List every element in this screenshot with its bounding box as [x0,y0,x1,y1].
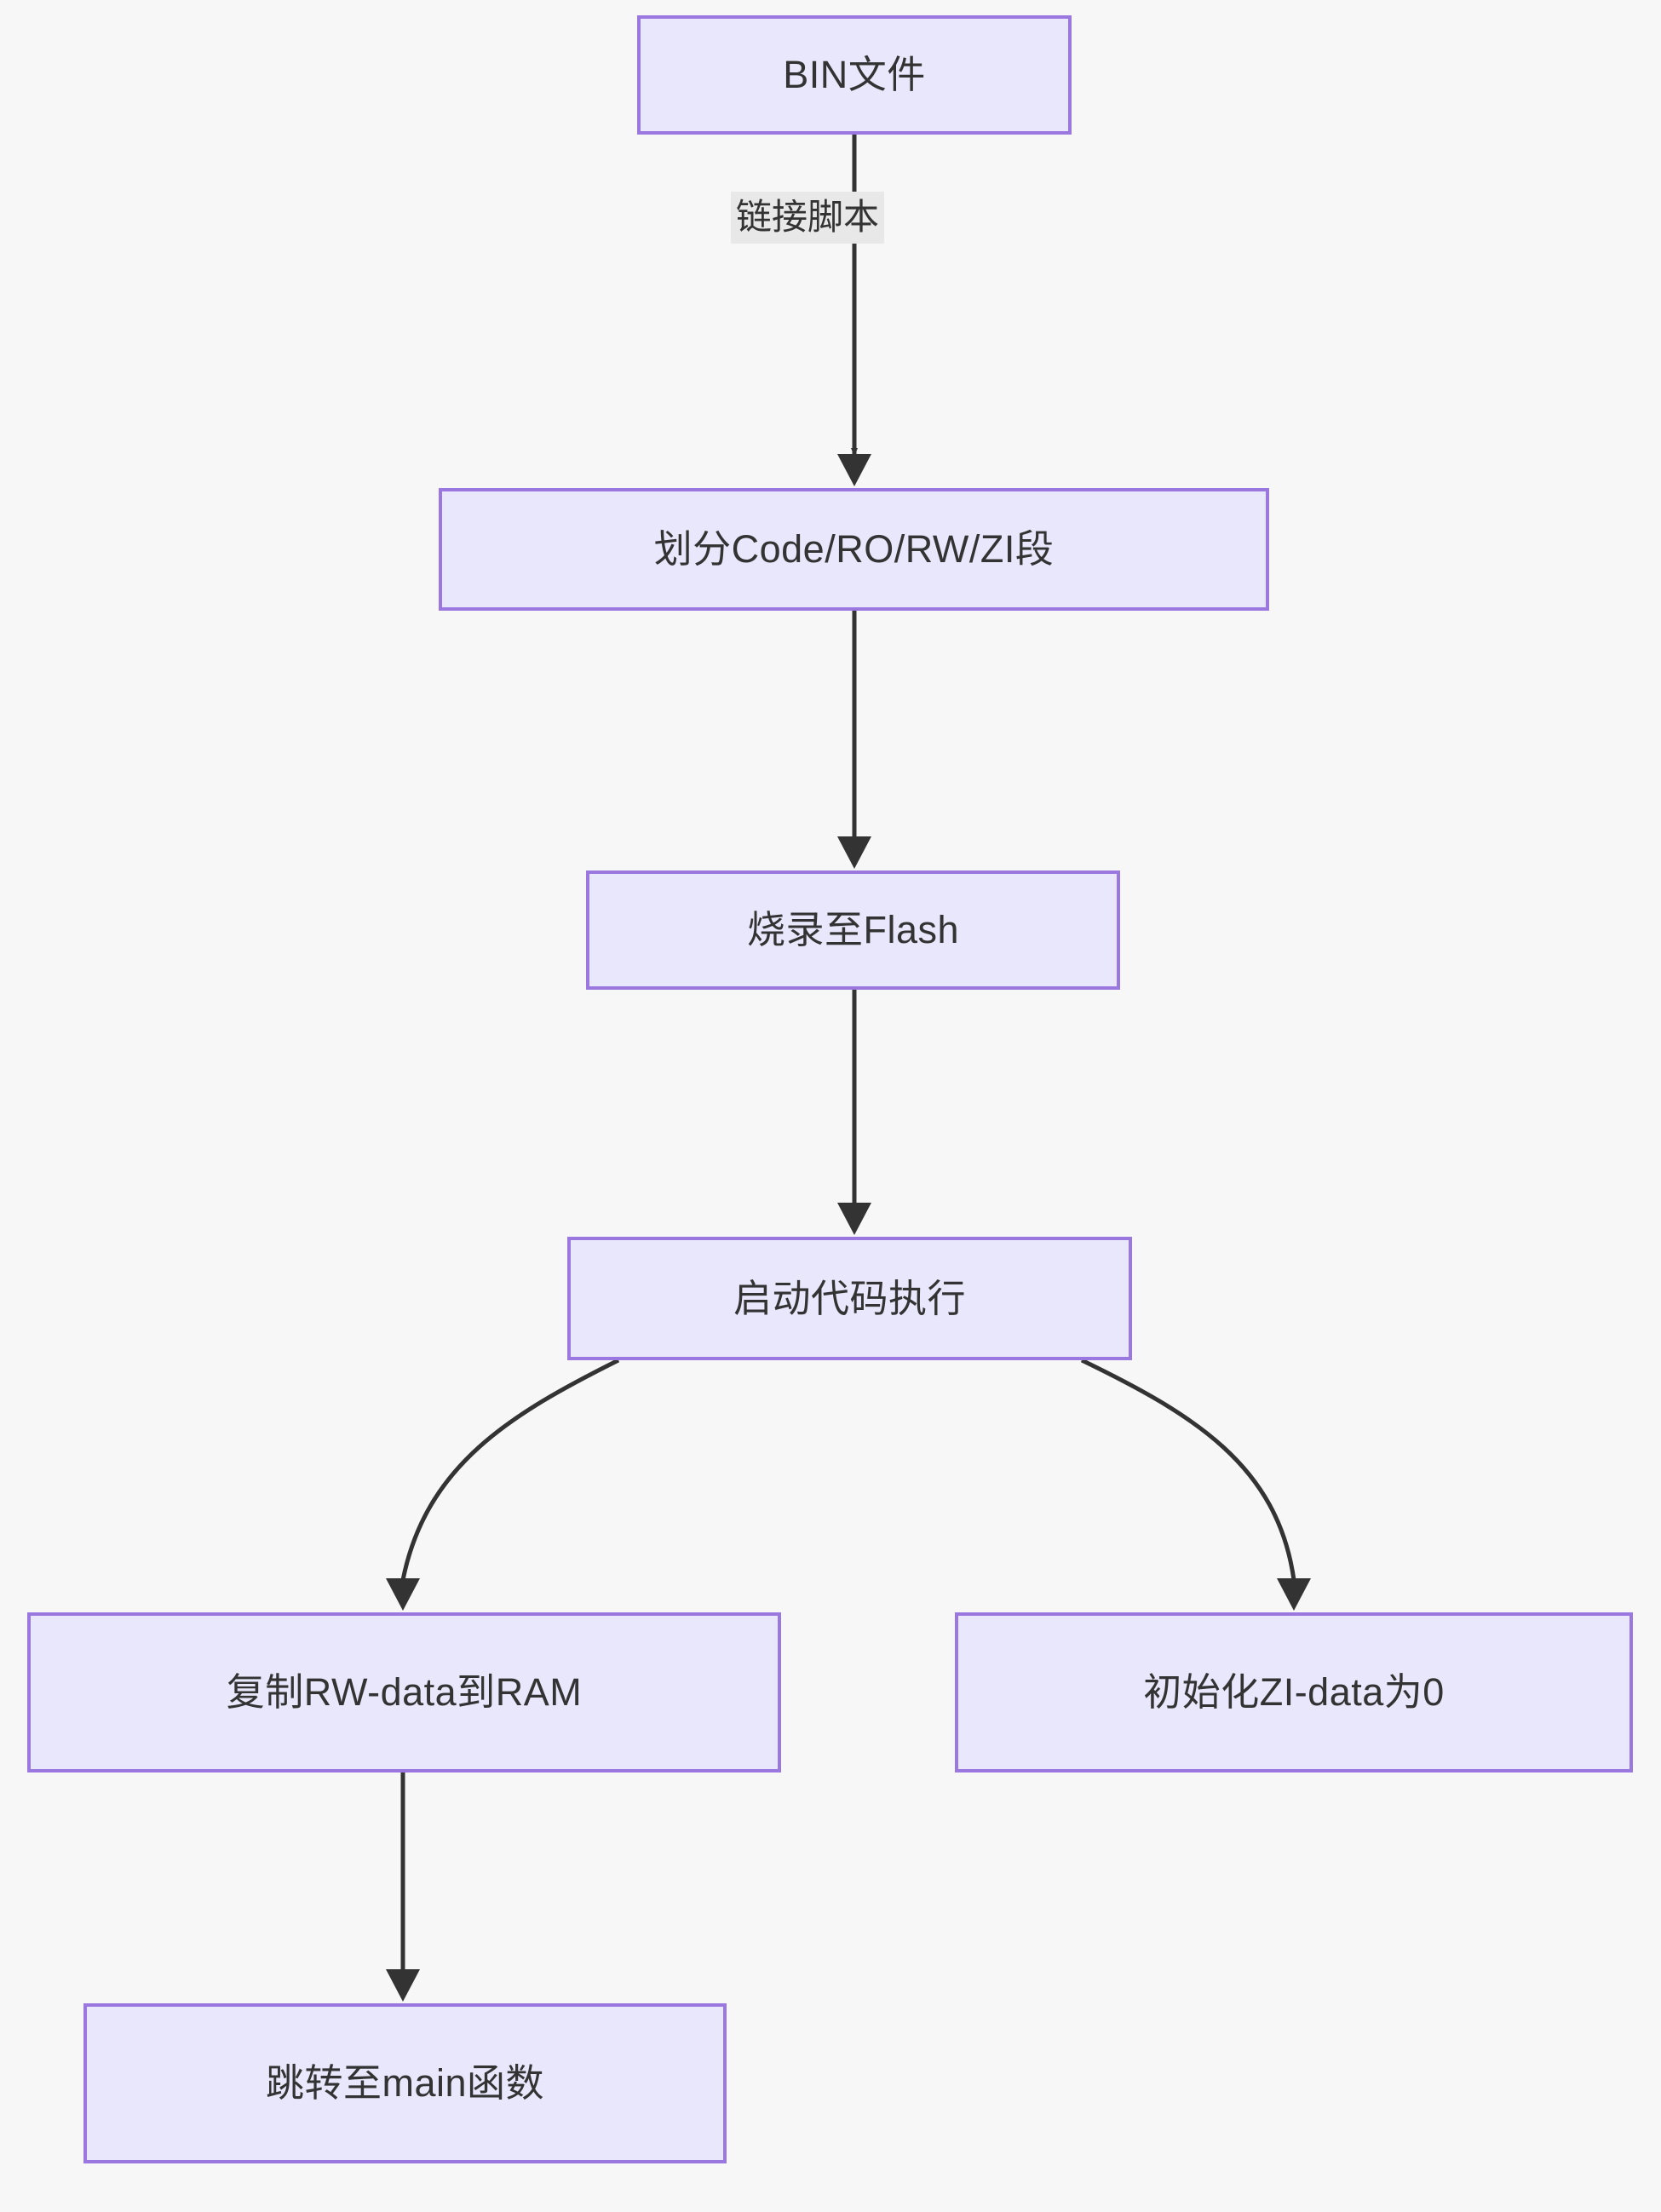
node-bin[interactable]: BIN文件 [637,15,1072,135]
edge-startup-to-zeroz [1080,1358,1296,1581]
node-jump-main-label: 跳转至main函数 [265,2061,545,2105]
node-copy-rw-data[interactable]: 复制RW-data到RAM [27,1612,781,1772]
arrowhead-startup-to-zeroz [1277,1578,1311,1611]
node-flash[interactable]: 烧录至Flash [586,870,1120,990]
node-copy-rw-data-label: 复制RW-data到RAM [226,1670,583,1714]
node-startup-label: 启动代码执行 [733,1276,966,1320]
node-zero-zi-data[interactable]: 初始化ZI-data为0 [955,1612,1633,1772]
arrowhead-startup-to-copyrw [386,1578,420,1611]
node-flash-label: 烧录至Flash [746,908,960,951]
node-bin-label: BIN文件 [783,53,926,96]
node-segments-label: 划分Code/RO/RW/ZI段 [653,527,1055,571]
arrowhead-bin-to-segments [837,454,871,486]
node-jump-main[interactable]: 跳转至main函数 [83,2003,727,2163]
arrowhead-flash-to-startup [837,1203,871,1235]
arrowhead-copyrw-to-jumpmain [386,1969,420,2002]
node-startup[interactable]: 启动代码执行 [567,1237,1132,1360]
edge-label-link-script: 链接脚本 [731,192,885,244]
node-zero-zi-data-label: 初始化ZI-data为0 [1143,1670,1445,1714]
node-segments[interactable]: 划分Code/RO/RW/ZI段 [439,488,1269,611]
arrowhead-segments-to-flash [837,836,871,869]
edge-startup-to-copyrw [400,1358,620,1581]
